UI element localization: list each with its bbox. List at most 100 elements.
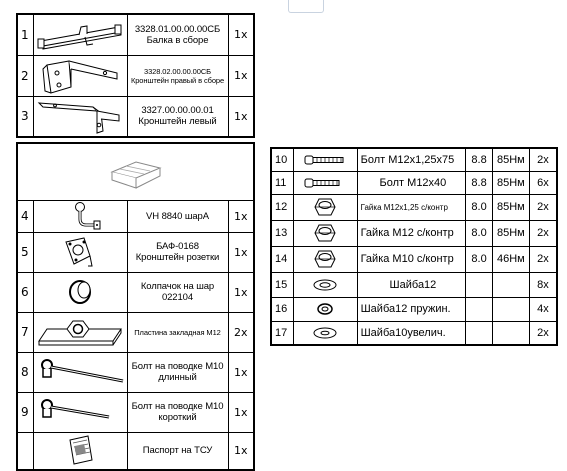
embedded-plate-icon (32, 311, 128, 353)
nut-icon (293, 193, 358, 221)
torque-value (491, 271, 530, 298)
item-number: 2 (16, 54, 34, 97)
strength-grade (465, 271, 493, 298)
item-number: 15 (270, 271, 295, 298)
main-parts-table: 1 3328.01.00.00.00СБ Балка в сборе 1x 2 (16, 13, 255, 138)
quantity: 2x (528, 147, 558, 172)
spring-washer-icon (293, 296, 358, 322)
nut-icon (293, 219, 358, 247)
table-row: 15 Шайба12 8x (270, 271, 558, 298)
table-row: 5 БАФ-0168 Кронштейн розетки 1x (16, 231, 255, 273)
torque-value: 46Нм (491, 245, 530, 273)
table-row: 2 3328.02.00.00.00СБ Кронштейн правый в … (16, 54, 255, 97)
part-description: Колпачок на шар 022104 (126, 271, 229, 313)
part-description: 3328.02.00.00.00СБ Кронштейн правый в сб… (126, 54, 229, 97)
torque-value (491, 320, 530, 346)
part-description: Пластина закладная М12 (126, 311, 229, 353)
table-row: 7 Пластина закладная М12 2x (16, 311, 255, 353)
table-row: 9 Болт на поводке М10 короткий 1x (16, 391, 255, 433)
fastener-name: Шайба12 пружин. (356, 296, 467, 322)
quantity: 2x (227, 311, 255, 353)
ball-cap-icon (32, 271, 128, 313)
part-description: 3327.00.00.00.01 Кронштейн левый (126, 95, 229, 138)
quantity: 2x (528, 219, 558, 247)
torque-value (491, 296, 530, 322)
fastener-name: Шайба10увелич. (356, 320, 467, 346)
right-bracket-icon (32, 54, 128, 97)
socket-bracket-icon (32, 231, 128, 273)
top-tab (288, 0, 324, 13)
torque-value: 85Нм (491, 170, 530, 195)
left-bracket-icon (32, 95, 128, 138)
table-row: 4 VH 8840 шарА 1x (16, 199, 255, 233)
quantity: 8x (528, 271, 558, 298)
item-number: 3 (16, 95, 34, 138)
strength-grade: 8.0 (465, 219, 493, 247)
package-box-icon (16, 142, 255, 201)
item-number: 17 (270, 320, 295, 346)
long-leash-bolt-icon (32, 351, 128, 393)
table-row: 8 Болт на поводке М10 длинный 1x (16, 351, 255, 393)
item-number: 12 (270, 193, 295, 221)
fastener-name: Шайба12 (356, 271, 467, 298)
quantity: 2x (528, 245, 558, 273)
table-row: 10 Болт М12х1,25х75 8.8 85Нм 2x (270, 147, 558, 172)
item-number: 10 (270, 147, 295, 172)
passport-booklet-icon (32, 431, 128, 471)
part-description: Болт на поводке М10 длинный (126, 351, 229, 393)
table-row: 17 Шайба10увелич. 2x (270, 320, 558, 346)
fastener-name: Гайка М10 с/контр (356, 245, 467, 273)
fasteners-table: 10 Болт М12х1,25х75 8.8 85Нм 2x 11 Болт … (270, 147, 558, 346)
quantity: 1x (227, 95, 255, 138)
quantity: 2x (528, 320, 558, 346)
table-row: 6 Колпачок на шар 022104 1x (16, 271, 255, 313)
fastener-name: Болт М12х1,25х75 (356, 147, 467, 172)
bolt-icon (293, 170, 358, 195)
quantity: 1x (227, 199, 255, 233)
strength-grade (465, 296, 493, 322)
large-washer-icon (293, 320, 358, 346)
fastener-name: Гайка М12 с/контр (356, 219, 467, 247)
torque-value: 85Нм (491, 219, 530, 247)
table-row: 3 3327.00.00.00.01 Кронштейн левый 1x (16, 95, 255, 138)
accessory-parts-table: 4 VH 8840 шарА 1x 5 БАФ-0168 Кр (16, 142, 255, 471)
quantity: 1x (227, 13, 255, 56)
strength-grade: 8.8 (465, 147, 493, 172)
strength-grade: 8.0 (465, 193, 493, 221)
item-number: 16 (270, 296, 295, 322)
item-number: 6 (16, 271, 34, 313)
part-description: VH 8840 шарА (126, 199, 229, 233)
item-number: 5 (16, 231, 34, 273)
quantity: 1x (227, 431, 255, 471)
bolt-icon (293, 147, 358, 172)
strength-grade: 8.0 (465, 245, 493, 273)
item-number (16, 431, 34, 471)
quantity: 1x (227, 391, 255, 433)
torque-value: 85Нм (491, 193, 530, 221)
beam-assembly-icon (32, 13, 128, 56)
strength-grade: 8.8 (465, 170, 493, 195)
item-number: 9 (16, 391, 34, 433)
quantity: 1x (227, 351, 255, 393)
quantity: 1x (227, 54, 255, 97)
table-row: Паспорт на ТСУ 1x (16, 431, 255, 471)
part-description: Паспорт на ТСУ (126, 431, 229, 471)
item-number: 13 (270, 219, 295, 247)
tow-ball-icon (32, 199, 128, 233)
short-leash-bolt-icon (32, 391, 128, 433)
strength-grade (465, 320, 493, 346)
item-number: 14 (270, 245, 295, 273)
quantity: 2x (528, 193, 558, 221)
table-row: 11 Болт М12х40 8.8 85Нм 6x (270, 170, 558, 195)
table-row: 16 Шайба12 пружин. 4x (270, 296, 558, 322)
fastener-name: Болт М12х40 (356, 170, 467, 195)
quantity: 1x (227, 231, 255, 273)
item-number: 4 (16, 199, 34, 233)
quantity: 4x (528, 296, 558, 322)
part-description: БАФ-0168 Кронштейн розетки (126, 231, 229, 273)
table-row: 12 Гайка М12х1,25 с/контр 8.0 85Нм 2x (270, 193, 558, 221)
torque-value: 85Нм (491, 147, 530, 172)
item-number: 7 (16, 311, 34, 353)
quantity: 1x (227, 271, 255, 313)
item-number: 8 (16, 351, 34, 393)
